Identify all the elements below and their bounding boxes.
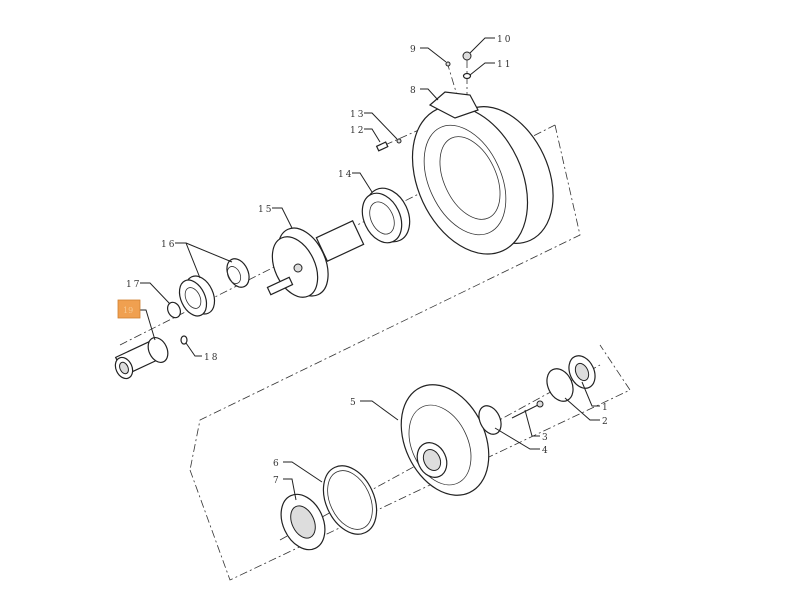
oring-part-13[interactable] <box>396 138 402 144</box>
callout-13: 13 <box>350 110 365 120</box>
callout-6: 6 <box>273 459 281 469</box>
upper-dashed-frame <box>189 124 581 471</box>
callout-8: 8 <box>410 86 418 96</box>
snap-ring-part-17[interactable] <box>165 300 183 320</box>
housing-part-8[interactable] <box>390 87 574 272</box>
seal-ring-part-6[interactable] <box>313 457 387 543</box>
gear-part-16b[interactable] <box>174 271 220 320</box>
callout-14: 14 <box>338 170 353 180</box>
highlighted-callout-19[interactable]: 19 <box>117 299 141 319</box>
leader-lines <box>140 37 600 501</box>
callout-17: 17 <box>126 280 141 290</box>
hub-part-5[interactable] <box>384 371 506 510</box>
plug-part-12[interactable] <box>375 141 389 152</box>
seal-part-7[interactable] <box>273 487 334 556</box>
callout-5: 5 <box>350 398 358 408</box>
callout-9: 9 <box>410 45 418 55</box>
callout-19-label: 19 <box>123 306 133 315</box>
callout-16: 16 <box>161 240 176 250</box>
cover-part-4[interactable] <box>475 402 506 438</box>
callout-12: 12 <box>350 126 365 136</box>
callout-11: 11 <box>497 60 512 70</box>
sun-shaft-part-19[interactable] <box>112 334 172 381</box>
callout-15: 15 <box>258 205 273 215</box>
screw-part-9[interactable] <box>445 61 451 67</box>
vertical-axis-line <box>446 61 464 116</box>
washer-part-11[interactable] <box>462 72 472 80</box>
callout-2: 2 <box>602 417 610 427</box>
callout-1: 1 <box>602 403 610 413</box>
callout-18: 18 <box>204 353 219 363</box>
bearing-part-14[interactable] <box>355 181 418 249</box>
plug-part-10[interactable] <box>462 51 472 61</box>
callout-4: 4 <box>542 446 550 456</box>
callout-7: 7 <box>273 476 281 486</box>
cap-part-1[interactable] <box>564 352 600 393</box>
pin-part-18[interactable] <box>180 335 188 345</box>
gear-part-16a[interactable] <box>223 255 254 291</box>
planet-carrier-part-15[interactable] <box>263 219 365 304</box>
callout-10: 10 <box>497 35 512 45</box>
callout-3: 3 <box>542 433 550 443</box>
bolt-part-3[interactable] <box>511 400 544 419</box>
